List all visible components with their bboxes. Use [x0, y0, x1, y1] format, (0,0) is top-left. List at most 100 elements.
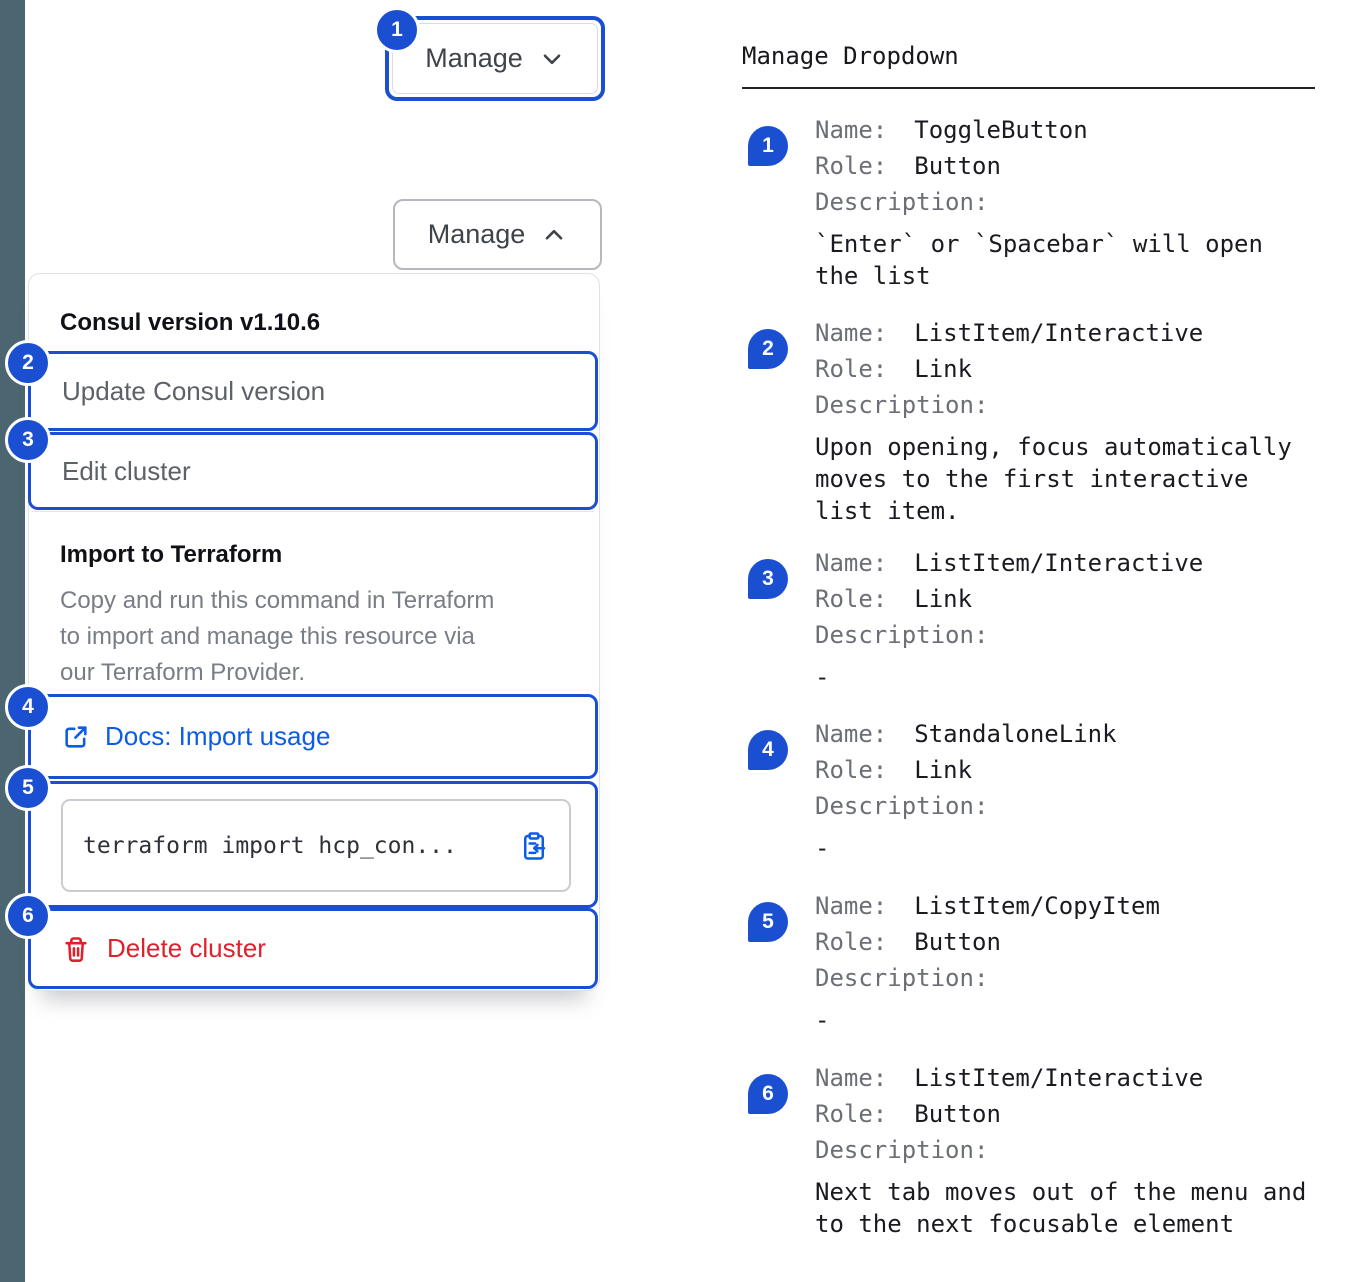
manage-toggle-button-expanded[interactable]: Manage [393, 199, 602, 270]
description-row: Description: [815, 960, 1342, 996]
role-label: Role: [815, 928, 888, 956]
copy-to-clipboard-icon[interactable] [519, 831, 549, 861]
name-value: ListItem/Interactive [914, 549, 1204, 577]
code-snippet-field[interactable]: terraform import hcp_con... [61, 799, 571, 892]
annotation-badge-6: 6 [5, 893, 51, 939]
description-row: Description: [815, 617, 1342, 653]
spec-item-6: 6 Name:ListItem/Interactive Role:Button … [742, 1060, 1342, 1240]
name-value: StandaloneLink [914, 720, 1117, 748]
role-label: Role: [815, 355, 888, 383]
chevron-down-icon [543, 53, 561, 64]
name-value: ListItem/Interactive [914, 319, 1204, 347]
spec-item-5: 5 Name: ListItem/CopyItem Role: Button Des… [742, 888, 1342, 1036]
role-value: Link [914, 756, 973, 784]
spec-item-2: 2 Name: ListItem/Interactive Role: Link De… [742, 315, 1342, 527]
role-value: Button [914, 152, 1001, 180]
menu-item-delete-cluster[interactable]: Delete cluster [28, 908, 598, 989]
spec-badge-6: 6 [748, 1074, 788, 1114]
spec-badge-2: 2 [748, 329, 788, 369]
update-consul-version-label: Update Consul version [62, 375, 326, 406]
annotation-badge-5: 5 [5, 765, 51, 811]
description-value: Next tab moves out of the menu and to th… [815, 1178, 1307, 1238]
description-row: Description: [815, 387, 1342, 423]
spec-title: Manage Dropdown [742, 42, 959, 70]
focus-ring: Manage [385, 16, 605, 101]
role-label: Role: [815, 756, 888, 784]
spec-badge-5: 5 [748, 902, 788, 942]
delete-cluster-label: Delete cluster [107, 933, 266, 963]
chevron-up-icon [545, 229, 563, 240]
menu-item-update-consul-version[interactable]: Update Consul version [28, 351, 598, 431]
name-row: Name: StandaloneLink [815, 716, 1342, 752]
menu-section-divider [32, 511, 594, 512]
spec-badge-3: 3 [748, 559, 788, 599]
name-value: ListItem/CopyItem [914, 892, 1160, 920]
description-value: - [815, 663, 830, 691]
annotation-badge-3: 3 [5, 417, 51, 463]
name-row: Name: ToggleButton [815, 112, 1342, 148]
spec-item-1: 1 Name: ToggleButton Role: Button Descript… [742, 112, 1342, 292]
description-value: `Enter` or `Spacebar` will open the list [815, 230, 1263, 290]
spec-item-4: 4 Name: StandaloneLink Role: Link Descript… [742, 716, 1342, 864]
description-row: Description: [815, 788, 1342, 824]
import-terraform-header: Import to Terraform [60, 541, 283, 568]
role-row: Role: Link [815, 581, 1342, 617]
role-label: Role: [815, 152, 888, 180]
spec-title-rule [742, 87, 1315, 89]
name-label: Name: [815, 1064, 888, 1092]
edit-cluster-label: Edit cluster [62, 455, 191, 486]
role-row: Role: Link [815, 351, 1342, 387]
role-value: Link [914, 355, 973, 383]
description-label: Description: [815, 391, 989, 419]
role-label: Role: [815, 1100, 888, 1128]
consul-version-header: Consul version v1.10.6 [60, 309, 321, 336]
name-row: Name: ListItem/CopyItem [815, 888, 1342, 924]
name-row: Name: ListItem/Interactive [815, 1060, 1342, 1096]
name-label: Name: [815, 720, 888, 748]
description-row: Description: [815, 184, 1342, 220]
name-row: Name: ListItem/Interactive [815, 315, 1342, 351]
role-row: Role: Button [815, 924, 1342, 960]
description-label: Description: [815, 621, 989, 649]
role-value: Link [914, 585, 973, 613]
copy-snippet-item: terraform import hcp_con... [28, 781, 598, 908]
description-label: Description: [815, 792, 989, 820]
role-row: Role: Link [815, 752, 1342, 788]
annotation-badge-4: 4 [5, 684, 51, 730]
description-value: - [815, 834, 830, 862]
spec-badge-1: 1 [748, 126, 788, 166]
role-value: Button [914, 1100, 1001, 1128]
annotation-badge-1: 1 [374, 7, 420, 53]
description-label: Description: [815, 1136, 989, 1164]
name-row: Name: ListItem/Interactive [815, 545, 1342, 581]
menu-item-edit-cluster[interactable]: Edit cluster [28, 432, 598, 510]
description-value: - [815, 1006, 830, 1034]
spec-badge-4: 4 [748, 730, 788, 770]
name-label: Name: [815, 319, 888, 347]
name-value: ToggleButton [914, 116, 1088, 144]
name-label: Name: [815, 116, 888, 144]
docs-import-usage-label: Docs: Import usage [105, 721, 331, 751]
role-value: Button [914, 928, 1001, 956]
description-label: Description: [815, 964, 989, 992]
role-label: Role: [815, 585, 888, 613]
app-background-strip [0, 0, 25, 1282]
code-snippet-text: terraform import hcp_con... [83, 832, 457, 859]
spec-item-3: 3 Name: ListItem/Interactive Role: Link De… [742, 545, 1342, 693]
role-row: Role: Button [815, 1096, 1342, 1132]
role-row: Role: Button [815, 148, 1342, 184]
manage-button-label: Manage [425, 43, 523, 73]
description-value: Upon opening, focus automatically moves … [815, 433, 1292, 525]
manage-button-label: Manage [427, 219, 526, 249]
manage-toggle-button[interactable]: Manage [392, 23, 598, 94]
external-link-icon [65, 725, 87, 748]
annotation-badge-2: 2 [5, 340, 51, 386]
name-label: Name: [815, 549, 888, 577]
docs-import-usage-link[interactable]: Docs: Import usage [28, 694, 598, 779]
trash-icon [65, 936, 87, 962]
terraform-description: Copy and run this command in Terraform t… [60, 587, 495, 686]
description-label: Description: [815, 188, 989, 216]
name-value: ListItem/Interactive [914, 1064, 1204, 1092]
name-label: Name: [815, 892, 888, 920]
